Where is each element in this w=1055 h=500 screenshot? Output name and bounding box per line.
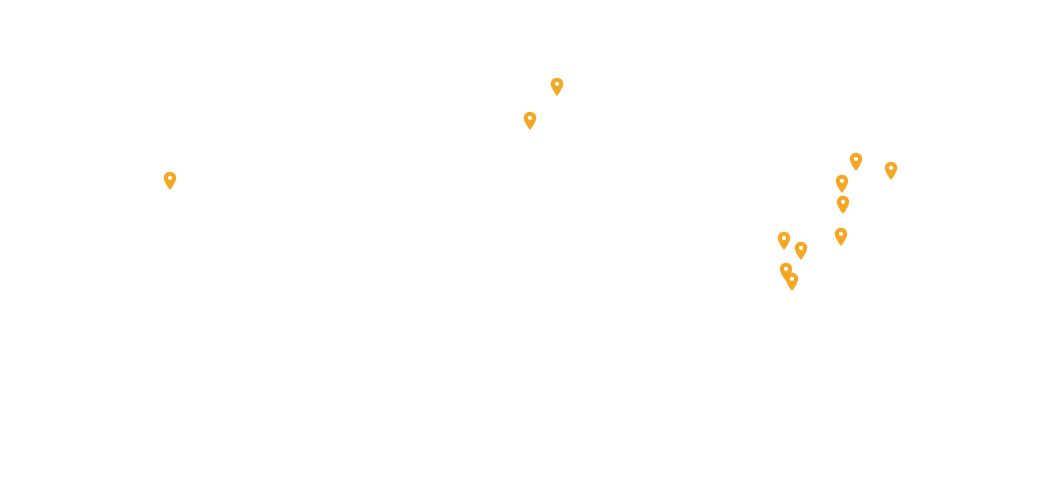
- map-marker[interactable]: [550, 77, 564, 97]
- map-marker[interactable]: [163, 171, 177, 191]
- map-marker[interactable]: [523, 111, 537, 131]
- map-marker[interactable]: [849, 152, 863, 172]
- map-marker[interactable]: [785, 272, 799, 292]
- map-pin-icon: [836, 195, 850, 214]
- map-pin-icon: [785, 272, 799, 291]
- map-pin-icon: [777, 231, 791, 250]
- map-marker[interactable]: [794, 241, 808, 261]
- map-pin-icon: [550, 77, 564, 96]
- map-marker[interactable]: [777, 231, 791, 251]
- map-pin-icon: [884, 161, 898, 180]
- map-marker[interactable]: [834, 227, 848, 247]
- map-pin-icon: [834, 227, 848, 246]
- map-marker[interactable]: [835, 174, 849, 194]
- map-pin-icon: [849, 152, 863, 171]
- map-marker[interactable]: [836, 195, 850, 215]
- map-pin-icon: [163, 171, 177, 190]
- map-pin-icon: [835, 174, 849, 193]
- map-pin-icon: [794, 241, 808, 260]
- map-pin-icon: [523, 111, 537, 130]
- map-marker[interactable]: [884, 161, 898, 181]
